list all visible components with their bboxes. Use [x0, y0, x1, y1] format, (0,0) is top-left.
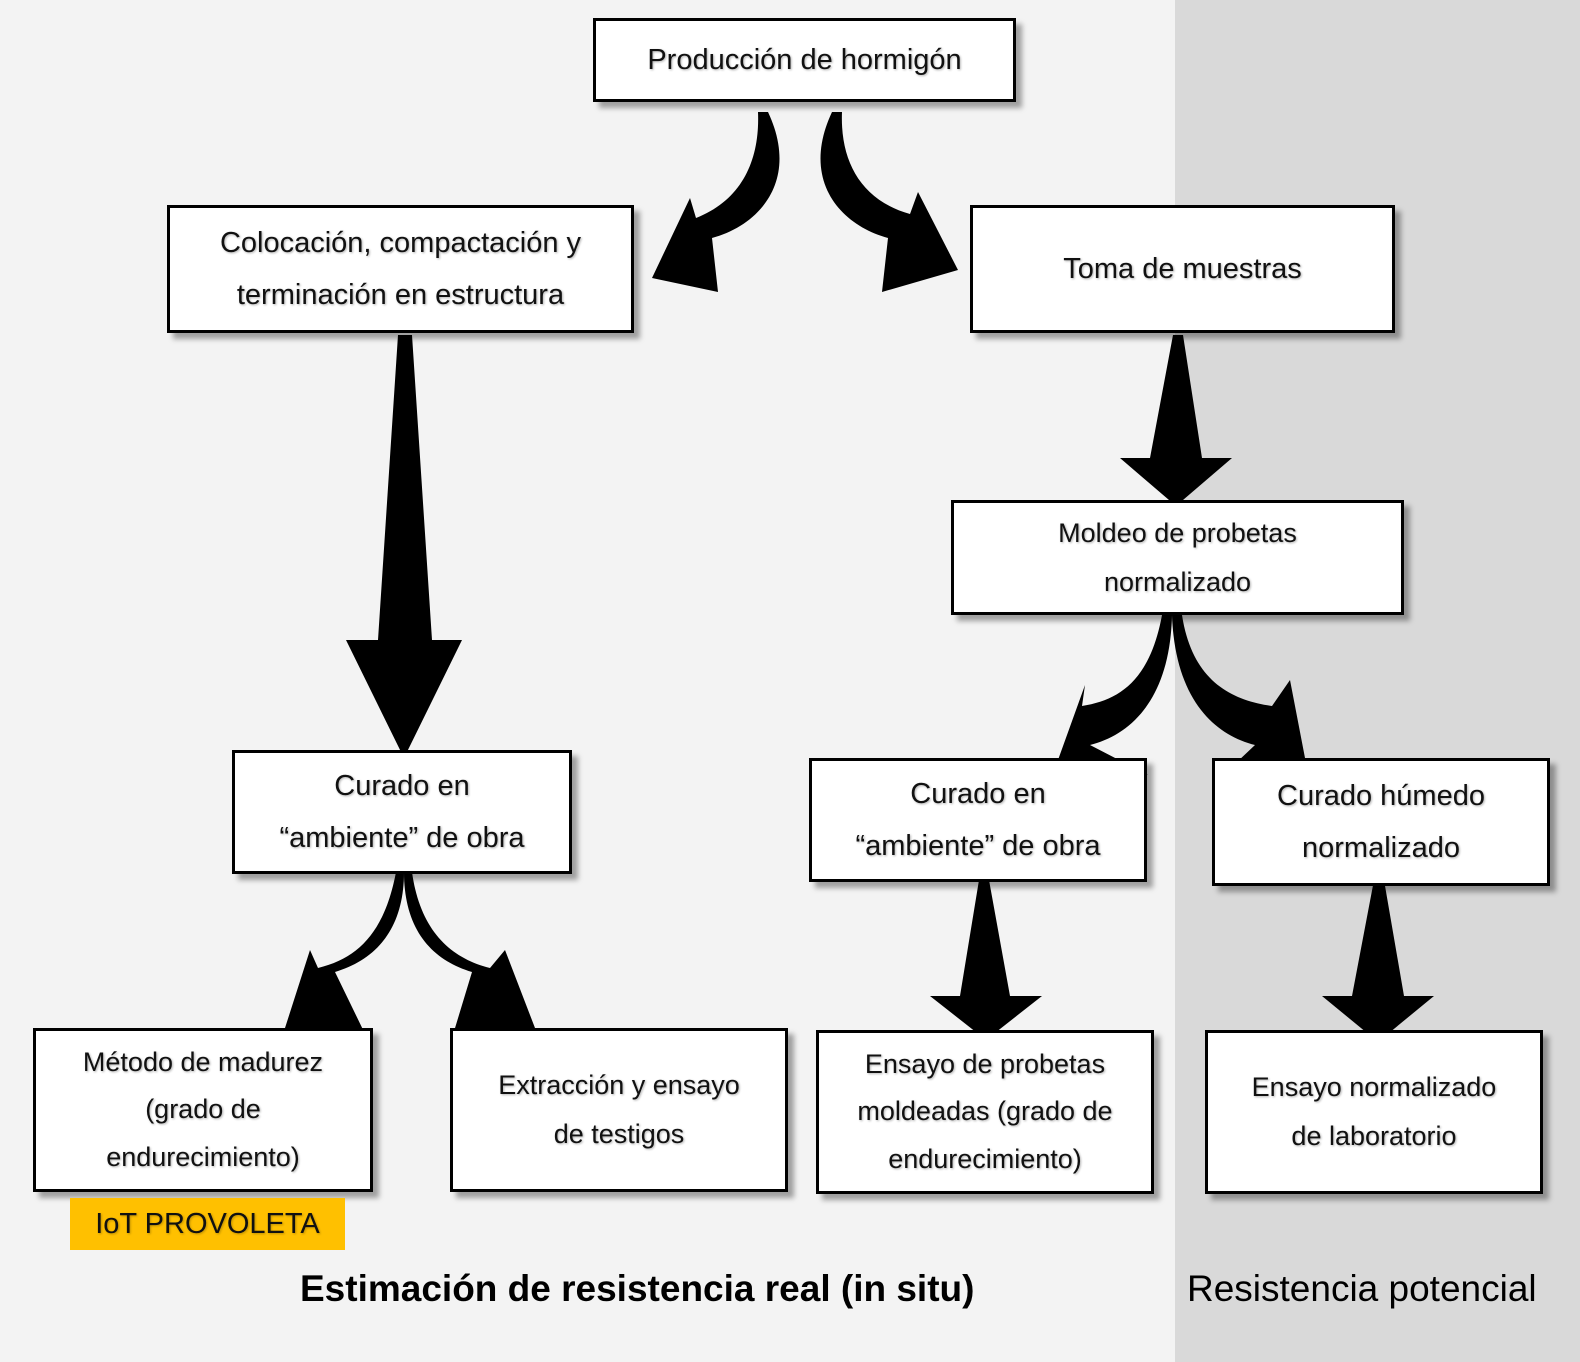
arrow-colocacion-to-curado-obra: [346, 335, 462, 758]
arrow-curado-obra-probetas-to-ensayo-probetas: [930, 880, 1042, 1040]
caption-in-situ: Estimación de resistencia real (in situ): [300, 1268, 975, 1309]
arrow-produccion-to-colocacion: [652, 112, 780, 292]
node-curado-obra-in-situ: Curado en “ambiente” de obra: [232, 750, 572, 874]
node-ensayo-probetas-label: Ensayo de probetas moldeadas (grado de e…: [857, 1049, 1113, 1174]
iot-badge-label: IoT PROVOLETA: [95, 1207, 320, 1240]
node-toma-muestras-label: Toma de muestras: [1063, 252, 1302, 285]
node-produccion-label: Producción de hormigón: [647, 43, 962, 76]
arrow-produccion-to-toma: [820, 112, 958, 292]
node-metodo-madurez: Método de madurez (grado de endurecimien…: [33, 1028, 373, 1192]
node-extraccion-testigos: Extracción y ensayo de testigos: [450, 1028, 788, 1192]
node-colocacion: Colocación, compactación y terminación e…: [167, 205, 634, 333]
arrow-curado-obra-to-madurez: [285, 872, 404, 1040]
arrow-curado-obra-to-extraccion: [404, 872, 535, 1038]
node-ensayo-laboratorio-label: Ensayo normalizado de laboratorio: [1251, 1072, 1497, 1151]
node-curado-obra-probetas: Curado en “ambiente” de obra: [809, 758, 1147, 882]
node-metodo-madurez-label: Método de madurez (grado de endurecimien…: [82, 1047, 324, 1172]
arrow-moldeo-to-curado-obra-probetas: [1058, 615, 1172, 775]
node-curado-obra-in-situ-label: Curado en “ambiente” de obra: [279, 769, 525, 854]
node-ensayo-laboratorio: Ensayo normalizado de laboratorio: [1205, 1030, 1543, 1194]
node-toma-muestras: Toma de muestras: [970, 205, 1395, 333]
node-colocacion-label: Colocación, compactación y terminación e…: [219, 226, 582, 311]
iot-badge: IoT PROVOLETA: [70, 1198, 345, 1250]
node-ensayo-probetas: Ensayo de probetas moldeadas (grado de e…: [816, 1030, 1154, 1194]
arrow-toma-to-moldeo: [1120, 335, 1232, 506]
node-moldeo-label: Moldeo de probetas normalizado: [1058, 517, 1297, 597]
arrow-curado-humedo-to-ensayo-lab: [1322, 880, 1434, 1042]
node-moldeo: Moldeo de probetas normalizado: [951, 500, 1404, 615]
node-curado-humedo: Curado húmedo normalizado: [1212, 758, 1550, 886]
node-produccion: Producción de hormigón: [593, 18, 1016, 102]
arrow-moldeo-to-curado-humedo: [1172, 615, 1305, 780]
node-extraccion-testigos-label: Extracción y ensayo de testigos: [498, 1070, 740, 1149]
node-curado-humedo-label: Curado húmedo normalizado: [1277, 779, 1485, 864]
caption-potencial: Resistencia potencial: [1187, 1268, 1537, 1309]
node-curado-obra-probetas-label: Curado en “ambiente” de obra: [855, 777, 1101, 862]
